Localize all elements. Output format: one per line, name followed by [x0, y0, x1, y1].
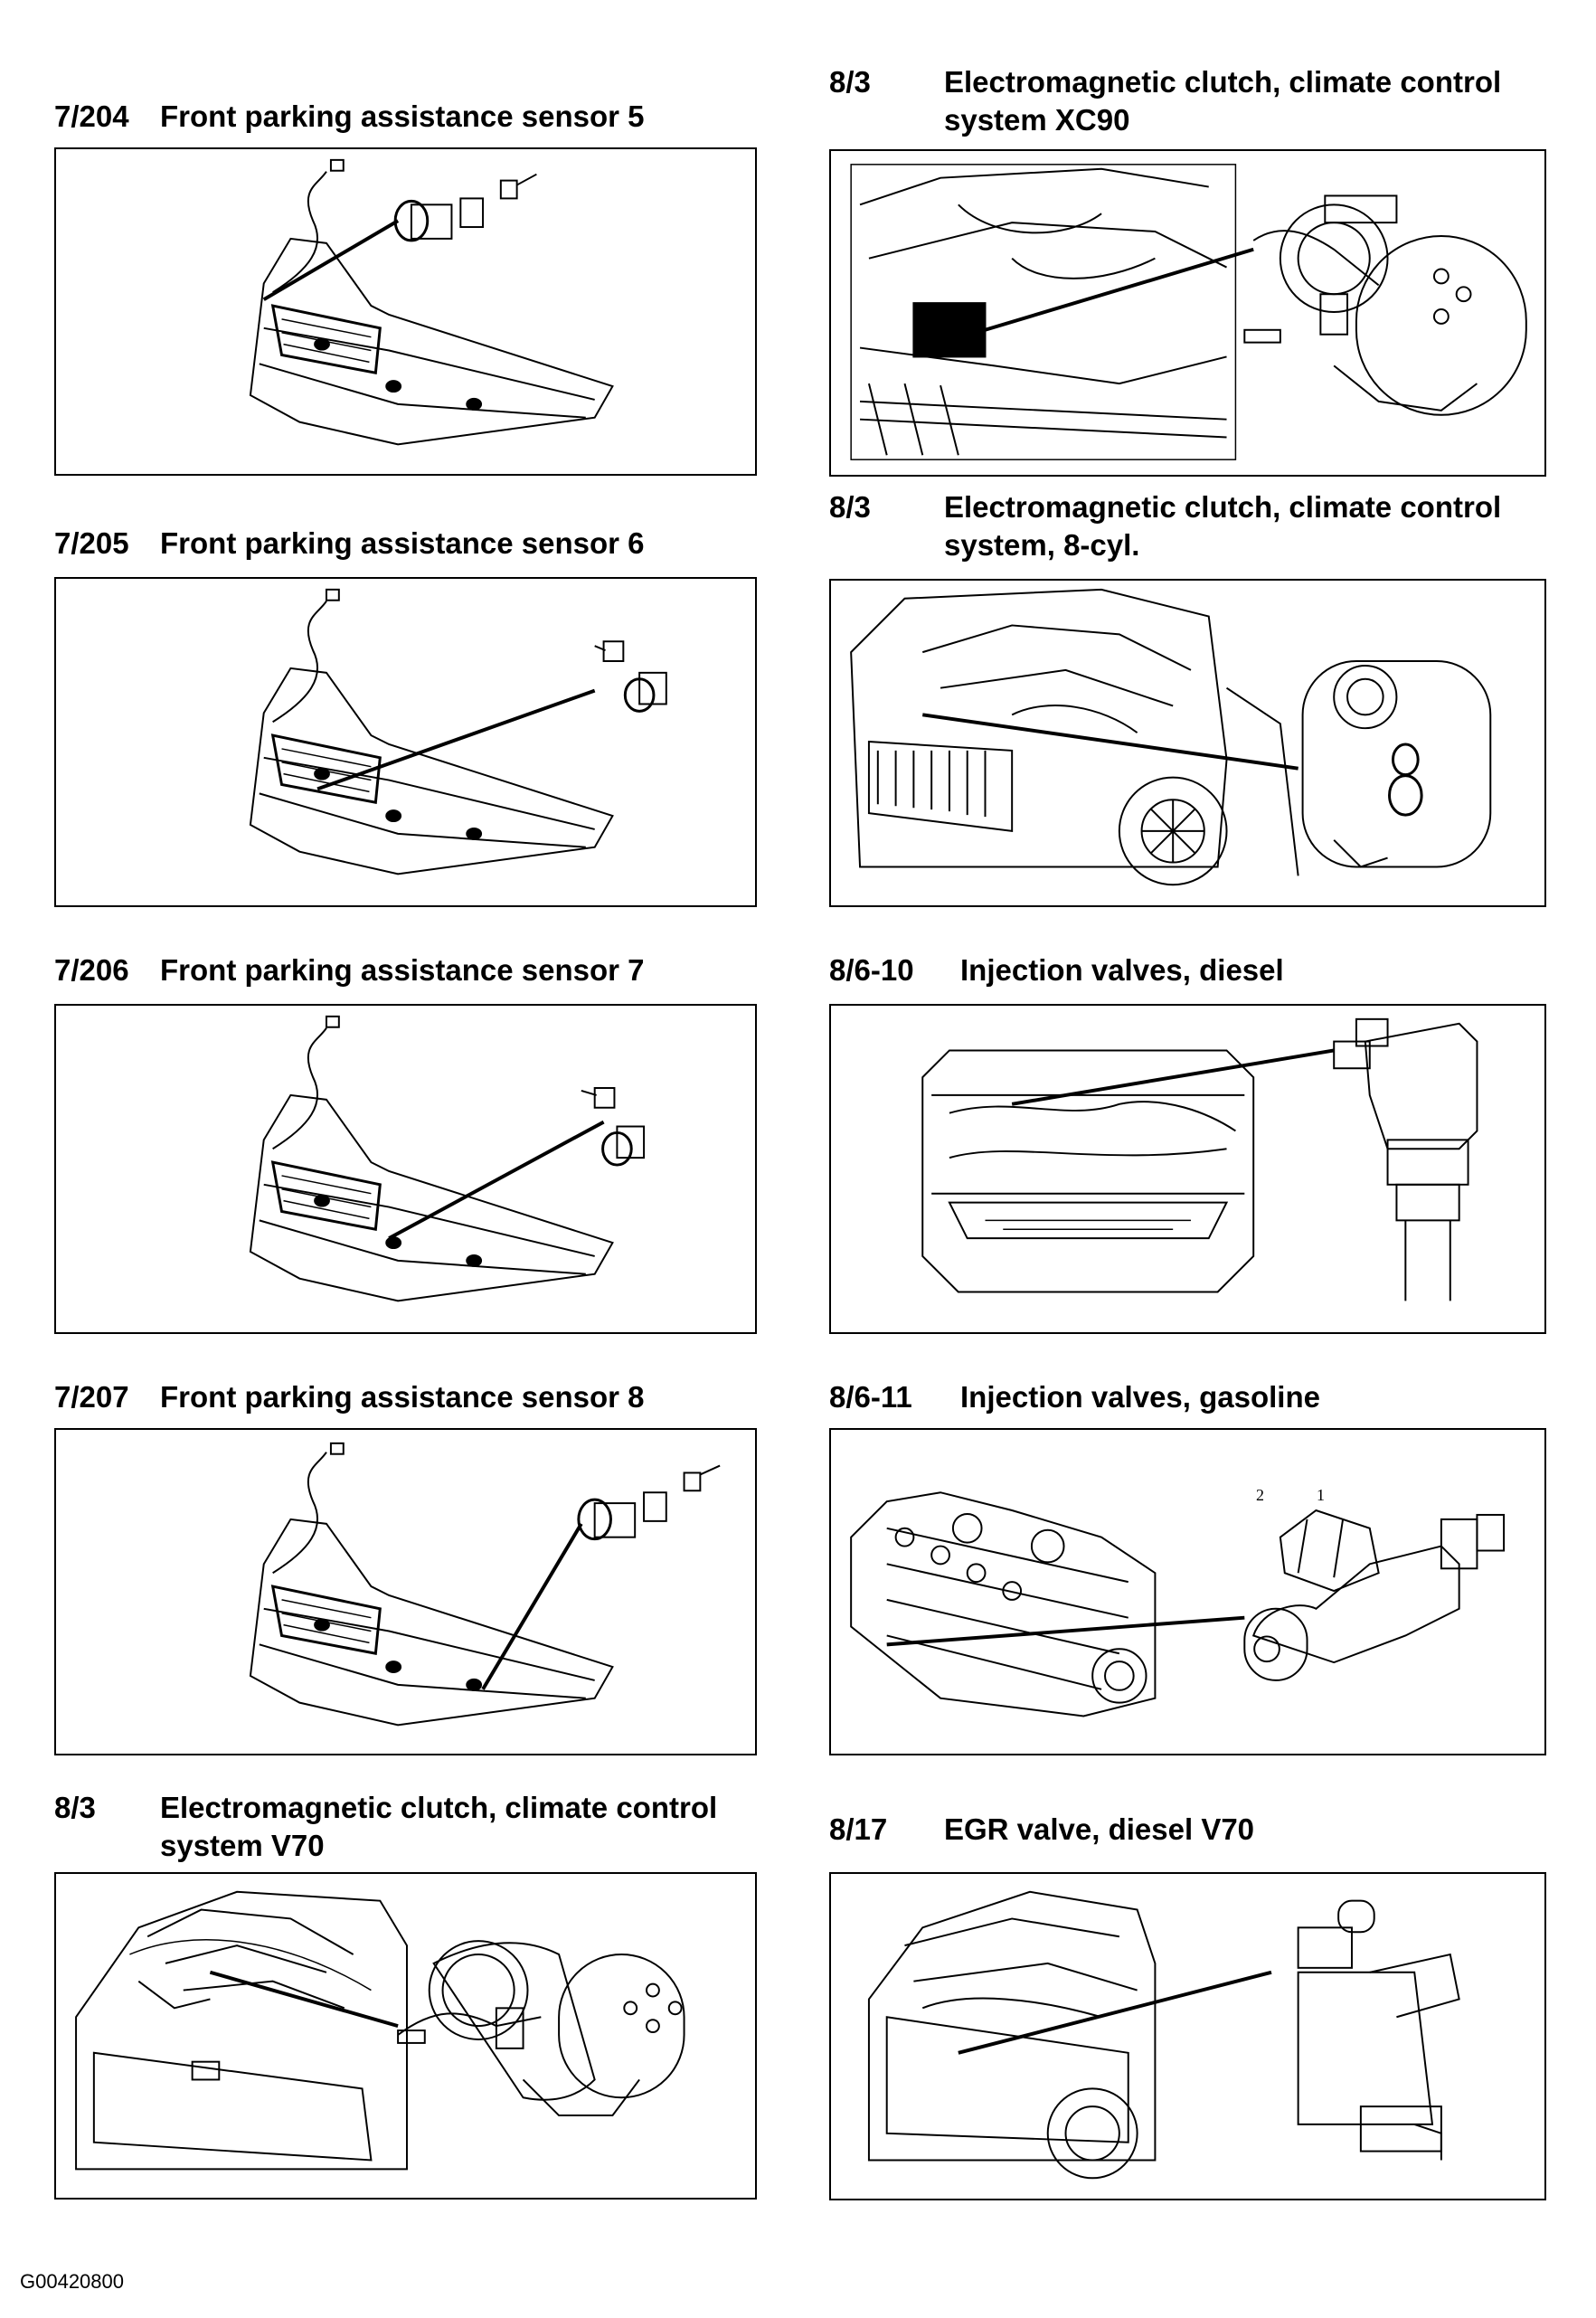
panel-code: 7/204	[54, 99, 129, 133]
panel-title: EGR valve, diesel V70	[944, 1812, 1255, 1846]
injector-illustration	[850, 1491, 1506, 1717]
panel-sensor-7: 7/206 Front parking assistance sensor 7	[54, 951, 757, 1336]
panel-sensor-5: 7/204 Front parking assistance sensor 5	[54, 98, 757, 478]
illustration-frame	[54, 147, 757, 476]
panel-title: Injection valves, gasoline	[960, 1380, 1320, 1414]
panel-sensor-6: 7/205 Front parking assistance sensor 6	[54, 525, 757, 909]
figure-reference: G00420800	[20, 2270, 124, 2293]
compressor-illustration	[850, 164, 1527, 460]
illustration-frame	[54, 1428, 757, 1755]
bumper-sensor-illustration	[249, 588, 667, 875]
panel-title: Front parking assistance sensor 7	[160, 953, 645, 987]
panel-code: 8/6-10	[829, 953, 914, 987]
panel-clutch-8cyl: 8/3 Electromagnetic clutch, climate cont…	[829, 488, 1546, 909]
panel-code: 7/205	[54, 526, 129, 560]
illustration-frame	[829, 149, 1546, 477]
panel-title: Electromagnetic clutch, climate control …	[944, 490, 1502, 562]
panel-sensor-8: 7/207 Front parking assistance sensor 8	[54, 1378, 757, 1756]
bumper-sensor-illustration	[249, 158, 614, 446]
panel-title: Electromagnetic clutch, climate control …	[944, 65, 1502, 137]
illustration-frame	[54, 577, 757, 907]
compressor-illustration	[850, 588, 1492, 886]
panel-clutch-v70: 8/3 Electromagnetic clutch, climate cont…	[54, 1789, 757, 2200]
illustration-frame	[829, 1872, 1546, 2200]
illustration-frame	[829, 579, 1546, 907]
panel-code: 8/6-11	[829, 1380, 912, 1414]
panel-code: 8/3	[829, 65, 871, 99]
panel-clutch-xc90: 8/3 Electromagnetic clutch, climate cont…	[829, 63, 1546, 479]
panel-title: Front parking assistance sensor 5	[160, 99, 645, 133]
bumper-sensor-illustration	[249, 1442, 721, 1727]
illustration-frame	[54, 1004, 757, 1334]
panel-code: 8/17	[829, 1812, 888, 1846]
panel-injection-gasoline: 8/6-11 Injection valves, gasoline 2 1	[829, 1378, 1546, 1756]
illustration-frame	[54, 1872, 757, 2200]
egr-valve-illustration	[867, 1890, 1460, 2180]
panel-egr-valve: 8/17 EGR valve, diesel V70	[829, 1811, 1546, 2201]
panel-injection-diesel: 8/6-10 Injection valves, diesel	[829, 951, 1546, 1336]
compressor-illustration	[75, 1890, 685, 2171]
callout-2: 2	[1256, 1486, 1264, 1504]
illustration-frame	[829, 1004, 1546, 1334]
panel-title: Electromagnetic clutch, climate control …	[160, 1791, 718, 1862]
panel-code: 8/3	[54, 1791, 96, 1824]
panel-title: Front parking assistance sensor 8	[160, 1380, 645, 1414]
callout-1: 1	[1317, 1486, 1325, 1504]
panel-code: 7/207	[54, 1380, 129, 1414]
injector-illustration	[921, 1017, 1478, 1301]
bumper-sensor-illustration	[249, 1015, 646, 1302]
panel-title: Injection valves, diesel	[960, 953, 1284, 987]
panel-title: Front parking assistance sensor 6	[160, 526, 645, 560]
illustration-frame: 2 1	[829, 1428, 1546, 1755]
panel-code: 7/206	[54, 953, 129, 987]
panel-code: 8/3	[829, 490, 871, 524]
